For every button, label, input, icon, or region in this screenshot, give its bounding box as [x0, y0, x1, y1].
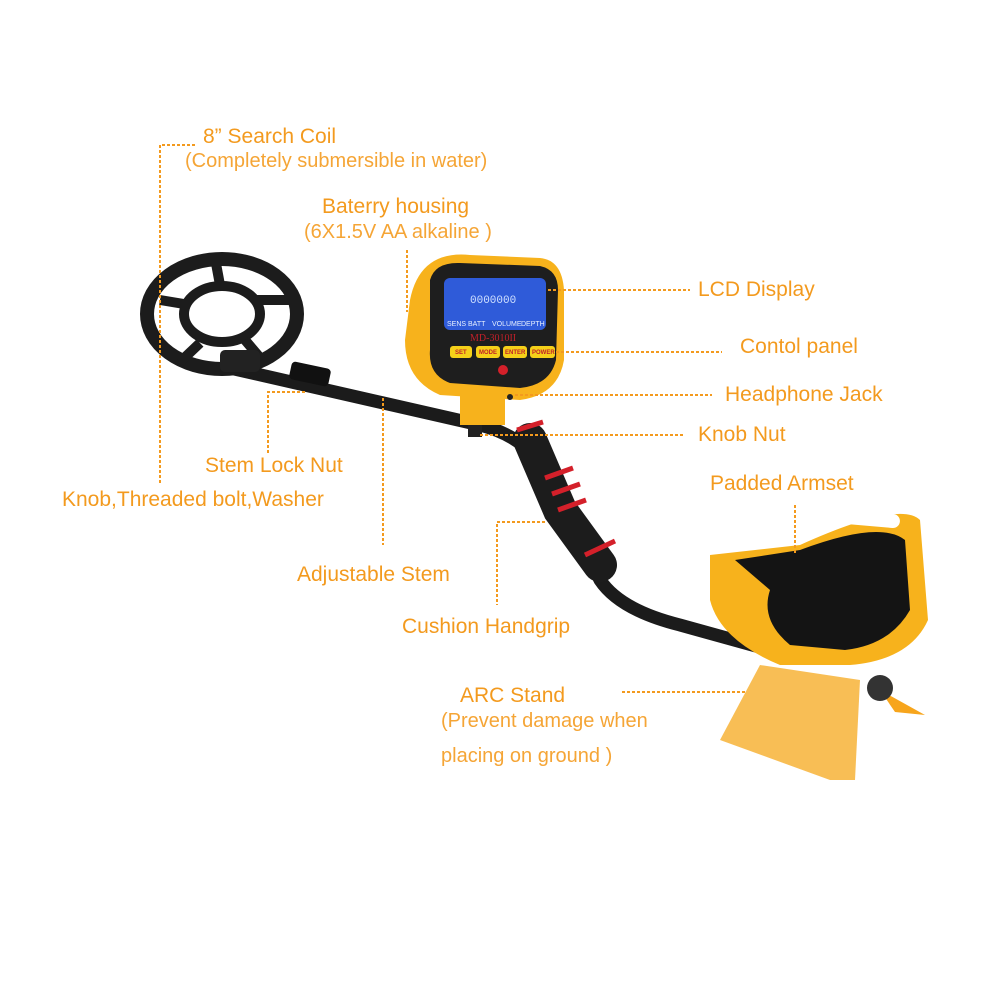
- power-button-label: POWER: [532, 350, 555, 356]
- cushion-handgrip: [513, 419, 617, 582]
- enter-button: [503, 346, 527, 358]
- search-coil-label: 8” Search Coil: [203, 125, 337, 148]
- arc-stand-note-1: (Prevent damage when: [441, 710, 648, 732]
- stem-lock-nut: [289, 361, 331, 387]
- headphone-jack: [507, 394, 513, 400]
- lcd-label: LCD Display: [698, 278, 815, 301]
- model-name: MD-3010II: [470, 333, 516, 344]
- control-panel-label: Contol panel: [740, 335, 858, 358]
- stem-lock-label: Stem Lock Nut: [205, 454, 343, 477]
- leader-search-coil: [159, 144, 195, 485]
- lcd-tag-sens: SENS: [447, 321, 466, 328]
- mode-button-label: MODE: [479, 350, 497, 356]
- center-button: [498, 365, 508, 375]
- leader-handgrip: [496, 521, 545, 605]
- armset-label: Padded Armset: [710, 472, 854, 495]
- search-coil: [140, 252, 304, 376]
- battery-note: (6X1.5V AA alkaline ): [304, 221, 492, 243]
- control-housing: 0000000 SENS BATT VOLUME DEPTH MD-3010II…: [405, 254, 564, 437]
- stem-label: Adjustable Stem: [297, 563, 450, 586]
- arc-stand: [720, 665, 925, 780]
- padded-armset: [710, 509, 928, 665]
- arc-stand-note-2: placing on ground ): [441, 745, 613, 767]
- arc-stand-label: ARC Stand: [460, 684, 566, 707]
- lcd-display: [444, 278, 546, 330]
- set-button-label: SET: [455, 350, 467, 356]
- lcd-tag-batt: BATT: [468, 321, 486, 328]
- headphone-label: Headphone Jack: [725, 383, 883, 406]
- mode-button: [476, 346, 500, 358]
- search-coil-note: (Completely submersible in water): [185, 150, 488, 172]
- lcd-tag-depth: DEPTH: [521, 321, 545, 328]
- lcd-tag-volume: VOLUME: [492, 321, 522, 328]
- set-button: [450, 346, 472, 358]
- leader-stem-lock: [267, 391, 305, 455]
- knob-nut: [468, 425, 482, 437]
- knob-bolt-label: Knob,Threaded bolt,Washer: [62, 488, 324, 511]
- power-button: [530, 346, 555, 358]
- knob-nut-label: Knob Nut: [698, 423, 786, 446]
- battery-label: Baterry housing: [322, 195, 470, 218]
- lcd-digits: 0000000: [470, 295, 516, 307]
- enter-button-label: ENTER: [505, 350, 526, 356]
- handgrip-label: Cushion Handgrip: [402, 615, 571, 638]
